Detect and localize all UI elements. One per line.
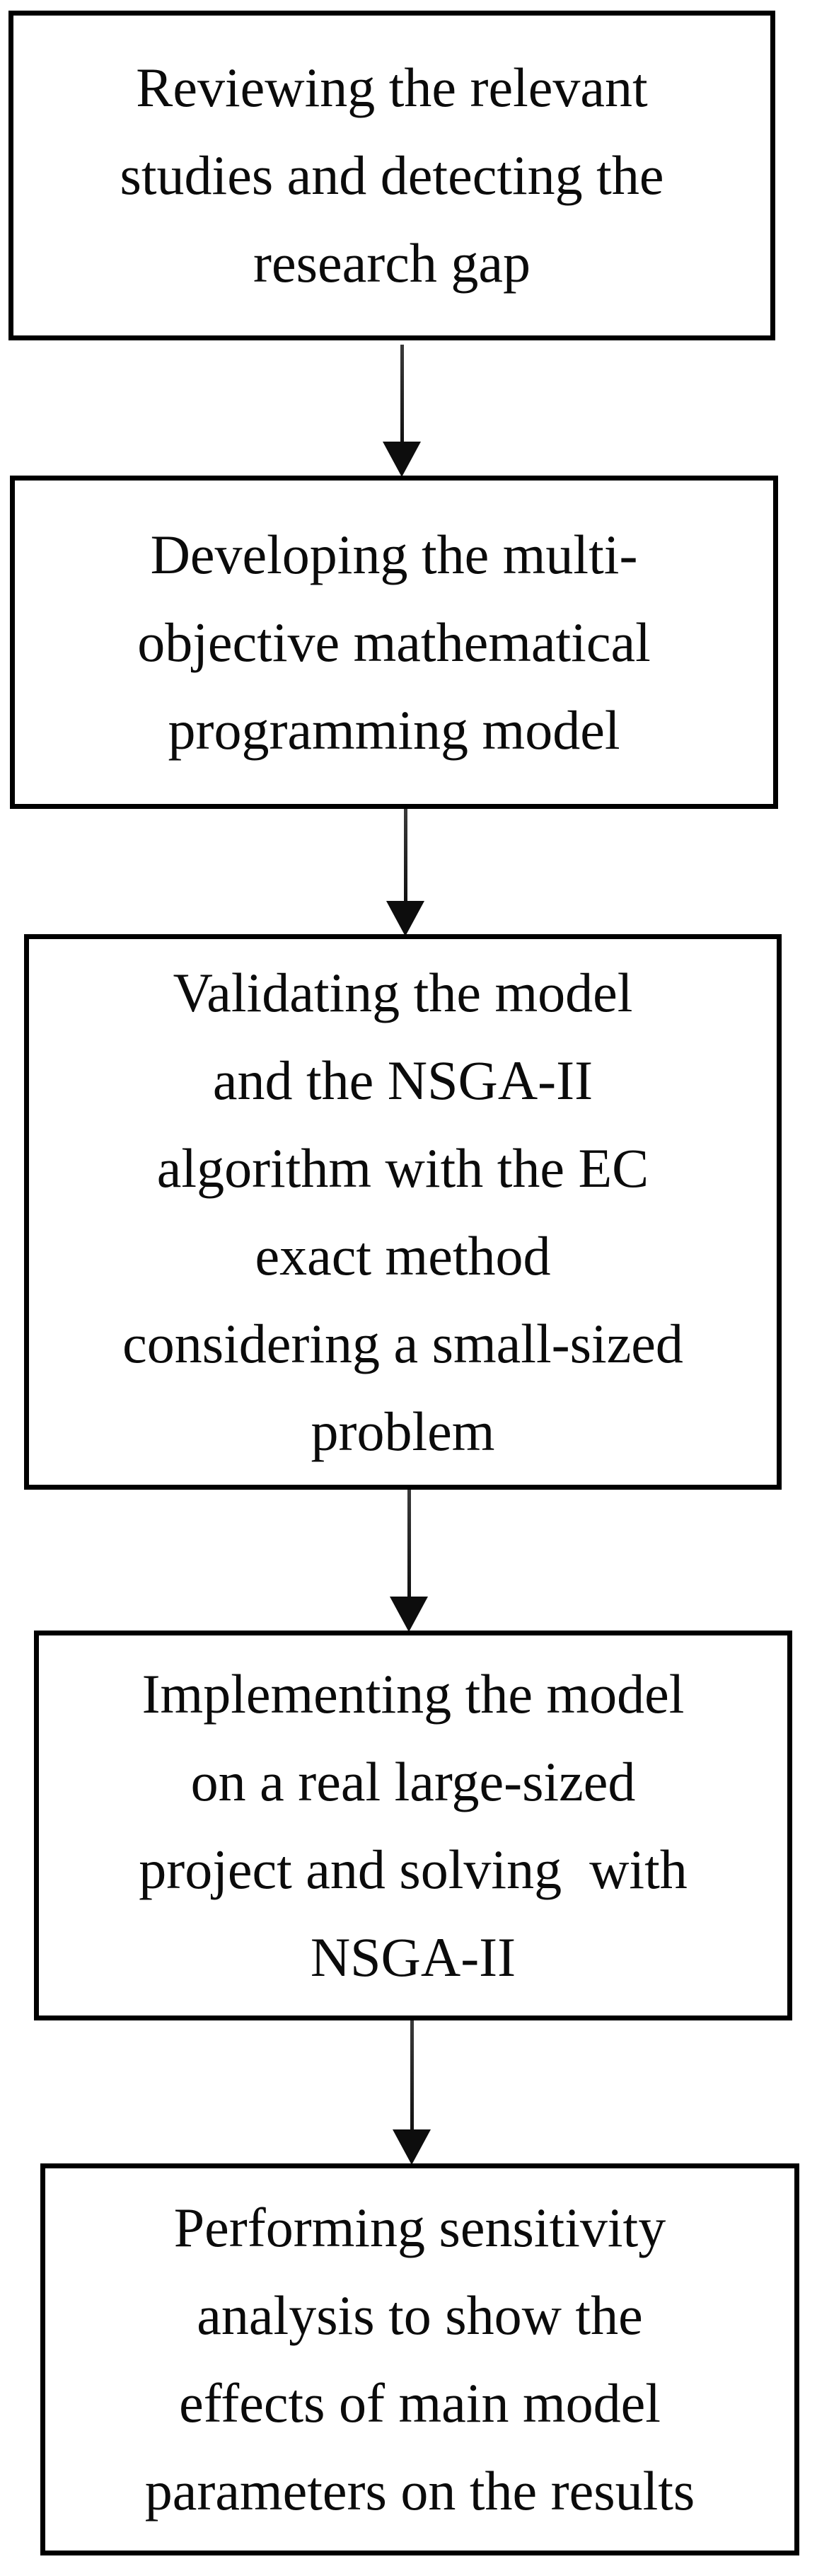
flow-step-1: Reviewing the relevant studies and detec… — [8, 11, 775, 340]
flow-step-1-line-1: Reviewing the relevant — [136, 57, 648, 118]
flow-step-5-line-1: Performing sensitivity — [173, 2197, 666, 2258]
flow-step-3-line-1: Validating the model — [173, 961, 633, 1023]
flow-step-3-line-5: considering a small-sized — [122, 1312, 683, 1374]
flow-step-2: Developing the multi- objective mathemat… — [10, 476, 778, 809]
flow-step-5-line-3: effects of main model — [179, 2372, 661, 2434]
flow-step-5: Performing sensitivity analysis to show … — [40, 2163, 799, 2555]
arrow-stem — [400, 345, 404, 442]
arrow-stem — [410, 2020, 414, 2130]
flow-step-5-line-2: analysis to show the — [197, 2284, 643, 2346]
flow-step-3-line-6: problem — [311, 1400, 495, 1462]
flow-step-4-line-2: on a real large-sized — [190, 1750, 636, 1812]
flow-step-3-line-3: algorithm with the EC — [156, 1137, 649, 1199]
arrowhead-down-icon — [393, 2129, 431, 2165]
flow-step-2-line-2: objective mathematical — [137, 611, 651, 673]
flow-step-4-line-1: Implementing the model — [141, 1662, 685, 1725]
arrowhead-down-icon — [390, 1597, 428, 1632]
flow-step-3-line-4: exact method — [255, 1224, 551, 1287]
arrowhead-down-icon — [383, 442, 421, 477]
flow-step-3: Validating the model and the NSGA-II alg… — [24, 934, 782, 1490]
flow-step-1-line-2: studies and detecting the — [120, 144, 664, 206]
flow-step-4-line-4: NSGA-II — [310, 1926, 516, 1988]
flow-step-2-line-1: Developing the multi- — [150, 523, 638, 585]
flow-step-4-line-3: project and solving with — [139, 1838, 688, 1900]
flow-step-4: Implementing the model on a real large-s… — [34, 1631, 792, 2020]
flow-step-1-line-3: research gap — [253, 232, 531, 294]
flow-step-2-line-3: programming model — [168, 698, 620, 761]
flow-step-3-line-2: and the NSGA-II — [212, 1049, 593, 1111]
flow-step-5-line-4: parameters on the results — [144, 2460, 695, 2522]
arrowhead-down-icon — [386, 901, 424, 936]
arrow-stem — [407, 1490, 411, 1597]
arrow-stem — [404, 809, 407, 902]
